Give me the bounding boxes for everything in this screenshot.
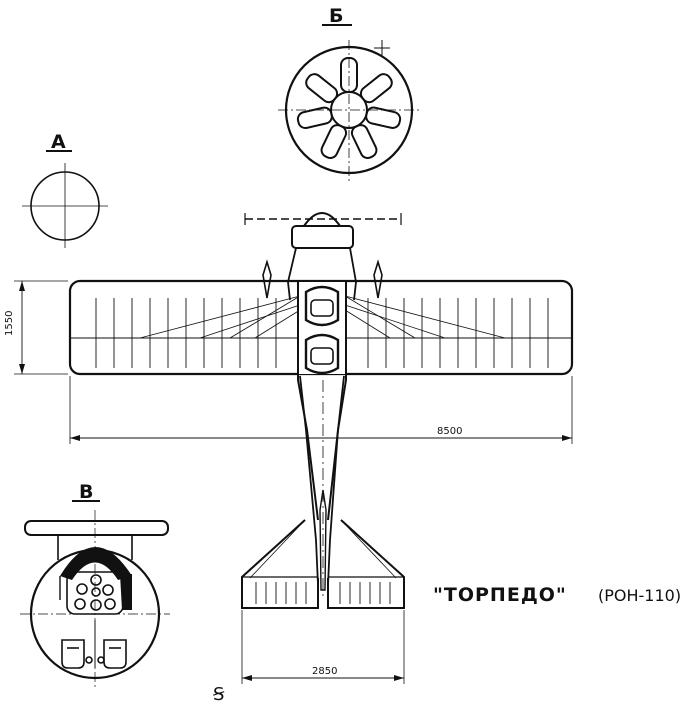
dimension-chord: 1550 xyxy=(4,280,68,375)
corner-mark: Ꞩ xyxy=(213,684,225,705)
aircraft-name: "ТОРПЕДО" xyxy=(433,584,567,606)
view-v-front: В xyxy=(20,481,170,690)
dimension-tailplane-label: 2850 xyxy=(312,666,337,677)
dimension-span: 8500 xyxy=(69,376,573,444)
view-v-label: В xyxy=(79,481,93,503)
wing-guns xyxy=(262,259,383,299)
tailplane xyxy=(241,519,405,609)
view-b-label: Б xyxy=(329,5,343,27)
cockpits xyxy=(304,285,340,375)
landing-gear xyxy=(61,620,127,669)
dimension-tailplane: 2850 xyxy=(241,610,405,684)
engine-designation: (РОН-110) xyxy=(598,586,681,605)
view-a-label: А xyxy=(51,131,66,153)
plan-view: 1550 8500 2850 xyxy=(4,212,574,684)
view-a: А xyxy=(22,131,108,248)
bracing-wires xyxy=(139,295,506,339)
dimension-span-label: 8500 xyxy=(437,426,462,437)
view-b-engine: Б xyxy=(278,5,420,182)
dimension-chord-label: 1550 xyxy=(4,311,15,336)
wing-ribs xyxy=(95,298,549,368)
engine-cylinders xyxy=(296,57,402,159)
